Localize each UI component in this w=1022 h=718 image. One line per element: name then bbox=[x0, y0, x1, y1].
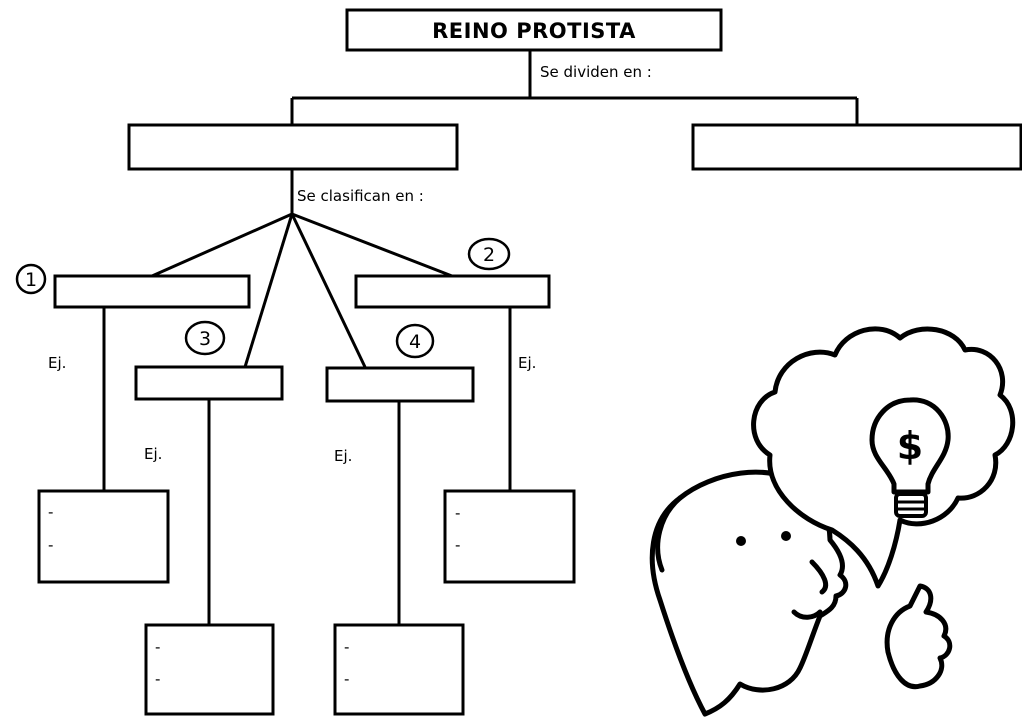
hand-icon bbox=[884, 583, 953, 690]
head-icon bbox=[649, 469, 849, 717]
ray-1 bbox=[151, 212, 293, 278]
mouth-icon bbox=[791, 609, 823, 620]
example-box-4[interactable] bbox=[333, 623, 465, 716]
dollar-sign-icon: $ bbox=[897, 424, 923, 468]
number-badge-2: 2 bbox=[467, 237, 511, 271]
number-badge-4: 4 bbox=[395, 323, 435, 359]
example-label-4: Ej. bbox=[334, 447, 352, 465]
svg-text:4: 4 bbox=[409, 331, 421, 353]
title-box bbox=[345, 8, 723, 52]
svg-text:2: 2 bbox=[483, 244, 495, 266]
example-label-2: Ej. bbox=[518, 354, 536, 372]
example-box-2-dash-1: - bbox=[455, 504, 460, 522]
example-box-2-dash-2: - bbox=[455, 536, 460, 554]
example-label-1: Ej. bbox=[48, 354, 66, 372]
left-eye-icon bbox=[736, 536, 746, 546]
nose-icon bbox=[809, 559, 829, 595]
number-badge-3: 3 bbox=[184, 320, 226, 356]
ray-3 bbox=[243, 213, 294, 368]
example-box-1[interactable] bbox=[37, 489, 170, 584]
lightbulb-base-icon bbox=[894, 492, 928, 518]
example-box-3-dash-1: - bbox=[155, 638, 160, 656]
class-box-3[interactable] bbox=[134, 365, 284, 401]
example-box-3[interactable] bbox=[144, 623, 275, 716]
title-text: REINO PROTISTA bbox=[432, 19, 636, 43]
hair-icon bbox=[655, 495, 683, 573]
right-eye-icon bbox=[781, 531, 791, 541]
example-box-1-dash-1: - bbox=[48, 503, 53, 521]
example-box-1-dash-2: - bbox=[48, 536, 53, 554]
division-box-right[interactable] bbox=[691, 123, 1022, 171]
example-box-4-dash-2: - bbox=[344, 670, 349, 688]
example-box-4-dash-1: - bbox=[344, 638, 349, 656]
example-box-3-dash-2: - bbox=[155, 670, 160, 688]
division-box-left[interactable] bbox=[127, 123, 459, 171]
example-box-2[interactable] bbox=[443, 489, 576, 584]
ray-2 bbox=[291, 212, 453, 278]
number-badge-1: 1 bbox=[15, 263, 47, 295]
class-box-1[interactable] bbox=[53, 274, 251, 309]
class-box-4[interactable] bbox=[325, 366, 475, 403]
thinking-person-illustration: $ bbox=[649, 326, 1016, 717]
svg-text:3: 3 bbox=[199, 328, 211, 350]
ray-4 bbox=[290, 213, 367, 368]
svg-text:1: 1 bbox=[25, 269, 37, 291]
class-box-2[interactable] bbox=[354, 274, 551, 309]
connector-divide-label: Se dividen en : bbox=[540, 63, 652, 81]
example-label-3: Ej. bbox=[144, 445, 162, 463]
connector-classify-label: Se clasifican en : bbox=[297, 187, 424, 205]
